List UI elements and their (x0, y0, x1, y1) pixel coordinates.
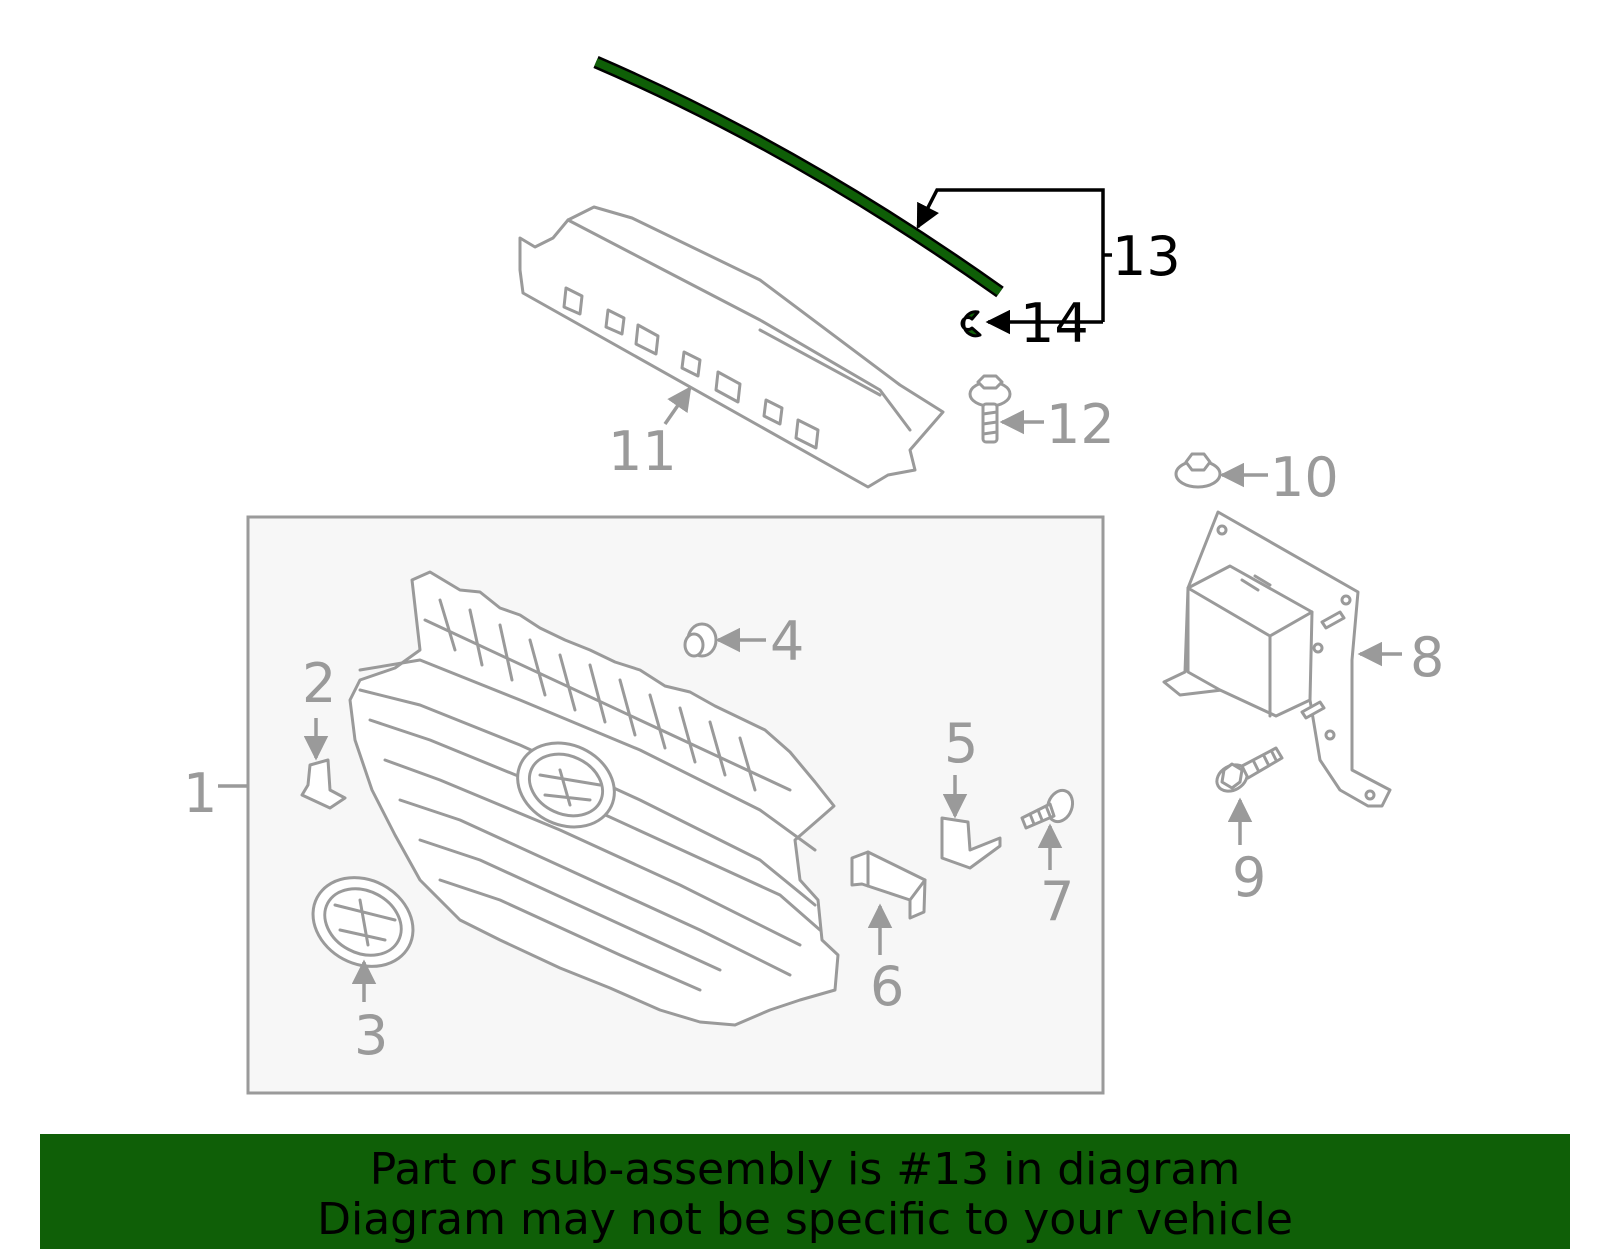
part-5-bracket[interactable] (940, 816, 1002, 870)
banner-line-2: Diagram may not be specific to your vehi… (317, 1194, 1293, 1245)
leader-11 (663, 385, 692, 425)
part-14-clip[interactable] (960, 310, 982, 338)
part-6-bracket[interactable] (850, 850, 927, 920)
callout-7: 7 (1040, 870, 1074, 933)
callout-6: 6 (870, 955, 904, 1018)
part-11-upper-bracket[interactable] (518, 205, 945, 489)
callout-3: 3 (354, 1004, 388, 1067)
callout-14: 14 (1020, 292, 1089, 355)
callout-4: 4 (770, 610, 804, 673)
part-7-screw[interactable] (1020, 787, 1077, 830)
callout-8: 8 (1410, 626, 1444, 689)
part-9-bolt[interactable] (1212, 746, 1284, 796)
part-12-bolt[interactable] (968, 374, 1012, 444)
callout-5: 5 (944, 712, 978, 775)
part-2-clip[interactable] (300, 758, 347, 810)
callout-9: 9 (1232, 846, 1266, 909)
banner-line-1: Part or sub-assembly is #13 in diagram (369, 1144, 1241, 1195)
grille (348, 570, 840, 1027)
part-10-nut[interactable] (1174, 452, 1222, 489)
callout-11: 11 (608, 420, 677, 483)
callout-13: 13 (1112, 225, 1181, 288)
callout-1: 1 (183, 762, 217, 825)
part-8-sensor-bracket[interactable] (1162, 510, 1392, 808)
callout-10: 10 (1270, 446, 1339, 509)
part-13-molding[interactable] (593, 56, 1004, 298)
callout-12: 12 (1046, 393, 1115, 456)
callout-2: 2 (302, 652, 336, 715)
part-3-emblem[interactable] (297, 861, 428, 984)
info-banner: Part or sub-assembly is #13 in diagram D… (40, 1134, 1570, 1249)
